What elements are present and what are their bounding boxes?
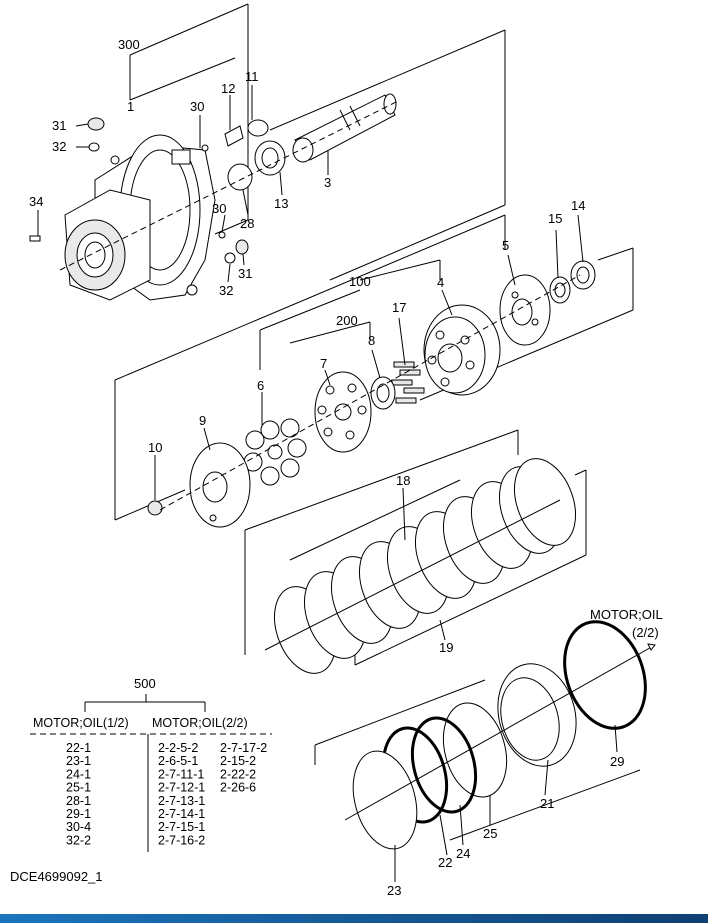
table-cell: 24-1: [66, 767, 91, 781]
label-17: 17: [392, 300, 406, 315]
carrier-part: [423, 304, 501, 396]
table-cell: 2-7-17-2: [220, 741, 267, 755]
label-29: 29: [610, 754, 624, 769]
callout-labels: 300 1 30 12 11 31 32 34 3 13 28 30 31 32…: [29, 37, 663, 898]
table-header-right: MOTOR;OIL(2/2): [152, 716, 248, 730]
diagram-id: DCE4699092_1: [10, 869, 103, 884]
label-31b: 31: [238, 266, 252, 281]
arrow-icon: [647, 643, 656, 651]
label-15: 15: [548, 211, 562, 226]
label-5: 5: [502, 238, 509, 253]
label-14: 14: [571, 198, 585, 213]
table-cell: 2-7-16-2: [158, 833, 205, 847]
needle-bearing-part: [370, 376, 396, 410]
label-8: 8: [368, 333, 375, 348]
small-parts-upper: [29, 117, 286, 264]
axis-centerline-middle: [159, 274, 581, 511]
o-ring-29: [563, 620, 647, 730]
label-24: 24: [456, 846, 470, 861]
axis-centerline-lower: [344, 644, 656, 821]
table-header-left: MOTOR;OIL(1/2): [33, 716, 129, 730]
label-3: 3: [324, 175, 331, 190]
label-28: 28: [240, 216, 254, 231]
table-cell: 22-1: [66, 741, 91, 755]
table-cell: 2-6-5-1: [158, 754, 198, 768]
table-cell: 2-7-12-1: [158, 781, 205, 795]
label-30b: 30: [212, 201, 226, 216]
label-25: 25: [483, 826, 497, 841]
table-cell: 2-15-2: [220, 754, 256, 768]
table-cell: 2-7-11-1: [158, 767, 204, 781]
table-cell: 32-2: [66, 833, 91, 847]
label-30: 30: [190, 99, 204, 114]
label-32: 32: [52, 139, 66, 154]
label-32b: 32: [219, 283, 233, 298]
label-200: 200: [336, 313, 358, 328]
bottom-color-bar: [0, 914, 708, 923]
table-col-1: 22-123-124-125-128-129-130-432-2: [66, 741, 91, 847]
ref-motor-oil: MOTOR;OIL: [590, 607, 663, 622]
label-34: 34: [29, 194, 43, 209]
valve-plate-part: [314, 371, 372, 453]
label-9: 9: [199, 413, 206, 428]
friction-plates-part: [274, 458, 576, 674]
friction-plates-bracket: [244, 429, 587, 666]
label-1: 1: [127, 99, 134, 114]
kit-500-table: 500 MOTOR;OIL(1/2) MOTOR;OIL(2/2) 22-123…: [30, 676, 272, 852]
axis-centerline-plates: [264, 499, 561, 651]
motor-housing-part: [64, 134, 216, 301]
label-7: 7: [320, 356, 327, 371]
assembly-300-bracket: [129, 3, 506, 281]
o-ring-24: [410, 716, 478, 814]
cylinder-block-part: [243, 418, 307, 486]
table-cell: 28-1: [66, 794, 91, 808]
table-cell: 2-22-2: [220, 767, 256, 781]
table-cell: 29-1: [66, 807, 91, 821]
label-13: 13: [274, 196, 288, 211]
table-cell: 23-1: [66, 754, 91, 768]
label-12: 12: [221, 81, 235, 96]
leader-lines: [37, 85, 618, 882]
table-cell: 2-26-6: [220, 781, 256, 795]
table-cell: 2-7-14-1: [158, 807, 205, 821]
table-cell: 2-2-5-2: [158, 741, 198, 755]
piston-part: [497, 663, 577, 767]
ring-25: [442, 702, 508, 798]
lower-bracket: [314, 679, 641, 841]
pistons-part: [391, 361, 425, 404]
label-500: 500: [134, 676, 156, 691]
plate-part: [499, 274, 551, 346]
ref-page: (2/2): [632, 625, 659, 640]
output-shaft-part: [292, 93, 397, 163]
label-300: 300: [118, 37, 140, 52]
swash-plate-part: [147, 442, 251, 528]
label-6: 6: [257, 378, 264, 393]
label-22: 22: [438, 855, 452, 870]
table-cell: 2-7-13-1: [158, 794, 205, 808]
label-11: 11: [245, 69, 259, 84]
label-21: 21: [540, 796, 554, 811]
assembly-100-bracket: [114, 214, 634, 521]
ring-23: [352, 750, 418, 850]
label-23: 23: [387, 883, 401, 898]
table-cell: 30-4: [66, 820, 91, 834]
label-19: 19: [439, 640, 453, 655]
axis-centerline-upper: [59, 99, 401, 271]
table-cell: 2-7-15-1: [158, 820, 205, 834]
table-col-2: 2-2-5-22-6-5-12-7-11-12-7-12-12-7-13-12-…: [158, 741, 205, 847]
label-10: 10: [148, 440, 162, 455]
label-100: 100: [349, 274, 371, 289]
bearing-parts: [549, 260, 596, 304]
label-18: 18: [396, 473, 410, 488]
table-col-3: 2-7-17-22-15-22-22-22-26-6: [220, 741, 267, 795]
table-cell: 25-1: [66, 781, 91, 795]
label-31: 31: [52, 118, 66, 133]
label-4: 4: [437, 275, 444, 290]
